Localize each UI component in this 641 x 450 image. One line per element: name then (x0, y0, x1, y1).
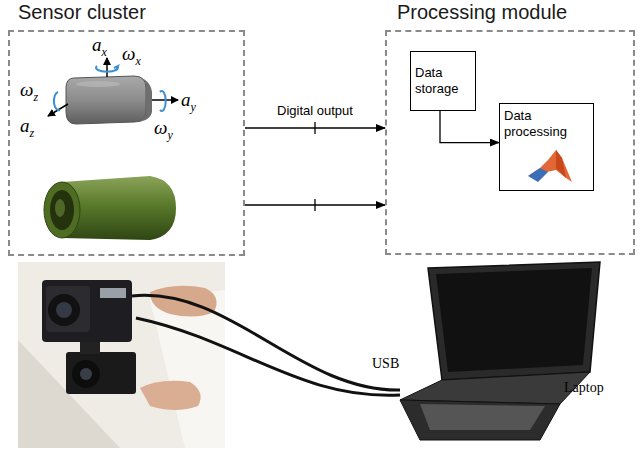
axis-arrows (48, 58, 178, 116)
connector-line (440, 111, 499, 143)
process-box: Data storage (410, 51, 476, 111)
axis-label: ωz (20, 80, 38, 103)
group-box: Processing moduleData storageData proces… (385, 30, 635, 255)
sensor-photo (18, 262, 225, 448)
edge-label: Digital output (275, 103, 355, 118)
bus-tick (314, 122, 315, 134)
camera-sensor (44, 176, 176, 240)
process-box: Data processing (499, 103, 594, 191)
laptop-image (400, 262, 600, 440)
bus-tick (314, 199, 315, 211)
matlab-logo (528, 150, 572, 182)
axis-label: ay (181, 90, 196, 113)
axis-label: ax (92, 35, 107, 58)
device-label: Laptop (564, 380, 604, 395)
rotation-arrows (54, 66, 166, 111)
group-title: Sensor cluster (18, 1, 146, 24)
box-label: Data storage (415, 65, 471, 98)
box-label: Data processing (504, 108, 589, 141)
connector (245, 122, 385, 134)
connector (440, 111, 499, 143)
connector (245, 199, 385, 211)
imu-sensor (66, 76, 152, 124)
axis-label: ωx (122, 44, 141, 67)
usb-cables (132, 295, 400, 395)
axis-label: ωy (154, 118, 173, 141)
axis-label: az (20, 116, 34, 139)
port-label: USB (372, 356, 399, 371)
group-title: Processing module (397, 1, 567, 24)
